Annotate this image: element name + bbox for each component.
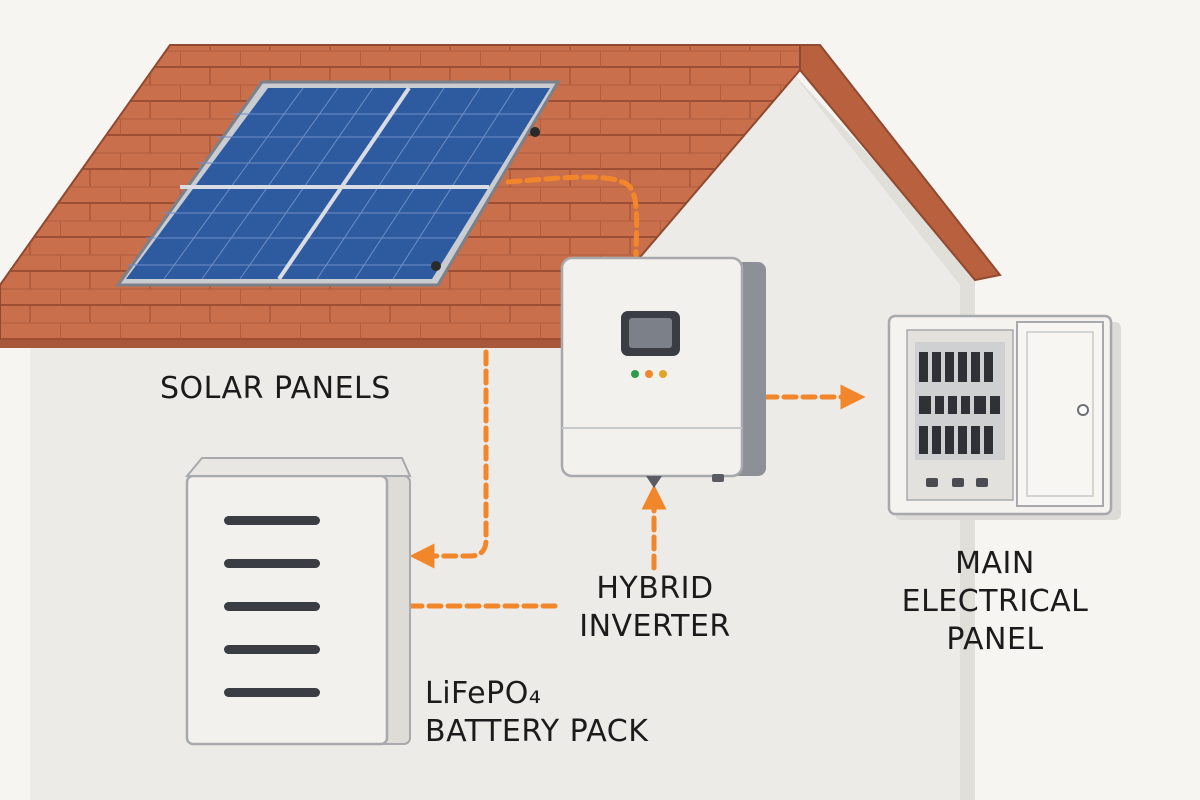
breakers — [919, 352, 1000, 454]
label-battery-pack: LiFePO₄ BATTERY PACK — [425, 675, 648, 751]
label-battery-line-1: LiFePO₄ — [425, 676, 542, 711]
main-electrical-panel — [887, 314, 1121, 520]
label-hybrid-inverter-line-2: INVERTER — [579, 609, 731, 644]
label-hybrid-inverter: HYBRID INVERTER — [560, 570, 750, 646]
label-solar-panels-text: SOLAR PANELS — [160, 371, 391, 406]
status-led-amber — [659, 370, 667, 378]
lock-icon — [1077, 404, 1089, 416]
battery-vents — [224, 516, 320, 697]
hybrid-inverter — [560, 256, 766, 488]
panel-door-inset — [1026, 331, 1094, 497]
battery-lid — [184, 457, 412, 477]
roof-gable-edge — [799, 44, 1002, 282]
label-main-electrical-panel: MAIN ELECTRICAL PANEL — [900, 545, 1090, 659]
label-hybrid-inverter-line-1: HYBRID — [596, 571, 714, 606]
solar-panel-array — [115, 80, 561, 287]
solar-panel-dividers — [180, 86, 489, 281]
inverter-connector — [646, 476, 662, 488]
label-main-panel-line-2: ELECTRICAL — [901, 584, 1089, 619]
label-main-panel-line-3: PANEL — [946, 622, 1044, 657]
inverter-foot — [712, 474, 724, 482]
panel-door — [1016, 321, 1104, 507]
panel-switches — [926, 478, 988, 487]
label-solar-panels: SOLAR PANELS — [160, 370, 391, 408]
label-main-panel-line-1: MAIN — [955, 546, 1035, 581]
cable-panel-to-inverter — [505, 174, 640, 258]
panel-mount — [530, 127, 540, 137]
cables — [402, 174, 866, 609]
panel-mount — [431, 261, 441, 271]
solar-panel-grid — [128, 87, 533, 280]
status-led-orange — [645, 370, 653, 378]
cable-panel-to-battery — [409, 349, 489, 569]
roof-eave — [0, 340, 570, 348]
solar-panel-cells — [126, 88, 550, 279]
inverter-body — [560, 256, 744, 478]
label-battery-line-2: BATTERY PACK — [425, 714, 649, 749]
status-led-green — [631, 370, 639, 378]
display-screen — [629, 318, 672, 348]
battery-pack — [184, 457, 412, 746]
